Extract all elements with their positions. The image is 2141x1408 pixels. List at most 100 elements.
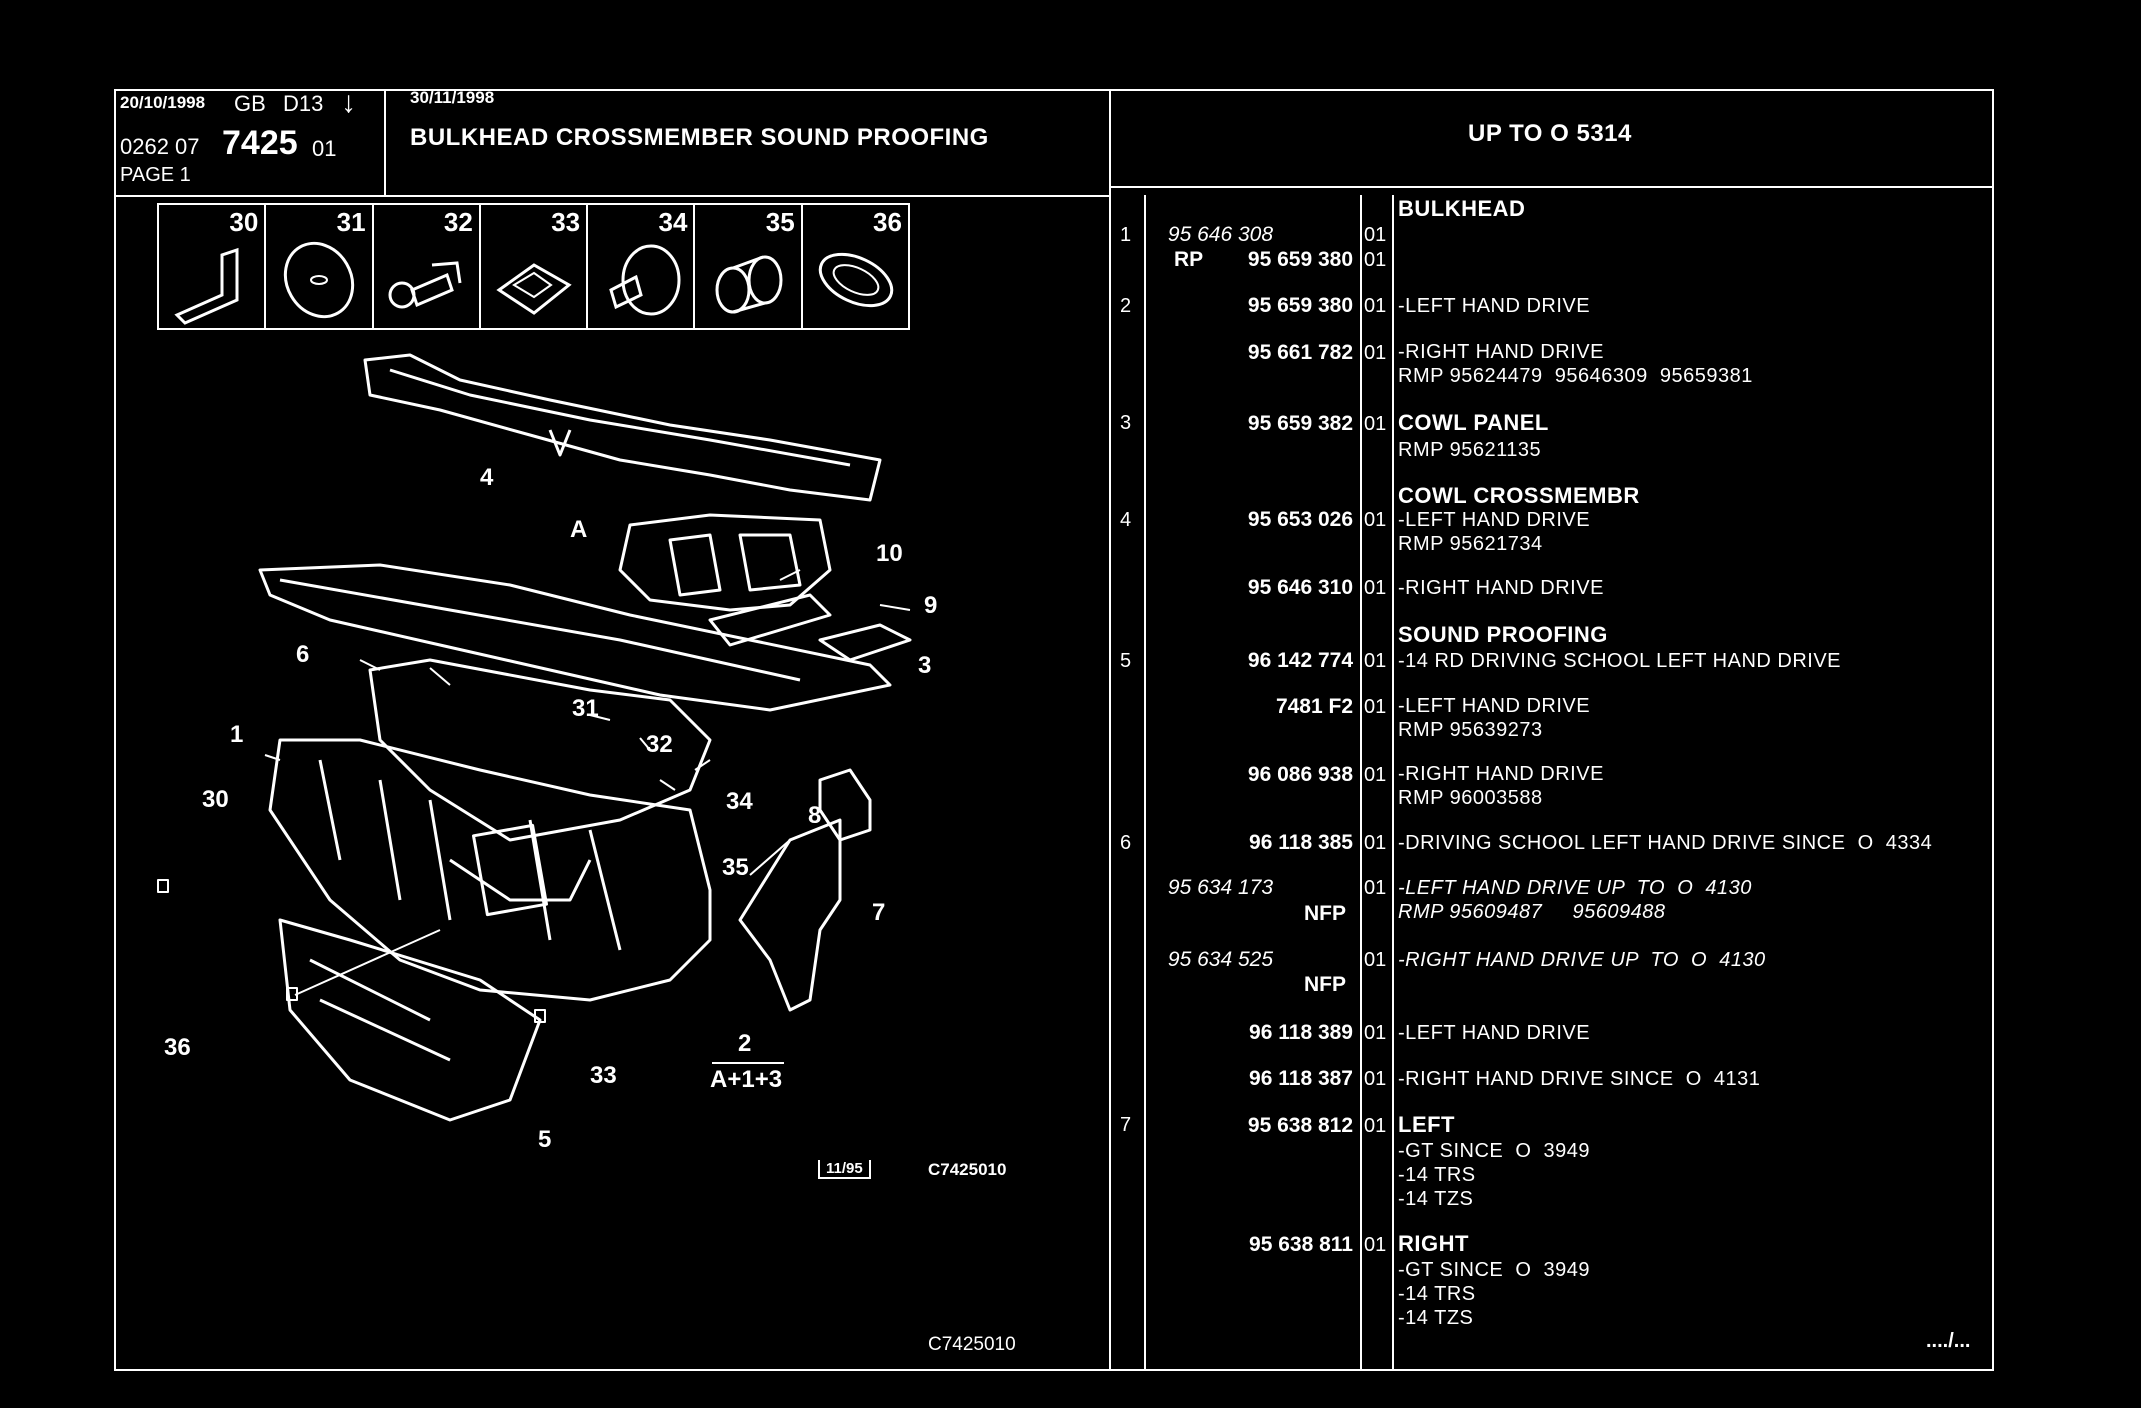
thumb-36[interactable]: 36 [803,205,908,328]
part-ref[interactable]: 7481 F2 [1275,695,1353,718]
group-heading: BULKHEAD [1398,196,1526,221]
part-ref[interactable]: 96 118 385 [1249,831,1353,854]
callout-2: 2 [738,1030,752,1057]
quantity: 01 [1364,877,1387,899]
position-number: 2 [1120,295,1132,317]
callout-8: 8 [808,802,822,829]
part-ref[interactable]: 95 653 026 [1247,508,1353,531]
position-number: 5 [1120,650,1132,672]
header-date2: 30/11/1998 [410,88,495,107]
part-3-cowl-panel [258,563,892,712]
header-model: D13 [283,91,324,116]
quantity: 01 [1364,295,1387,317]
part-7-trim [738,818,842,1012]
callout-6: 6 [296,641,310,668]
part-ref[interactable]: 95 646 308 [1167,223,1273,246]
diagram-ref-code: C7425010 [928,1160,1007,1179]
callout-33: 33 [590,1062,617,1089]
part-ref[interactable]: 95 646 310 [1247,576,1353,599]
callout-31: 31 [572,695,599,722]
push-clip-icon [388,261,462,309]
part-description: -DRIVING SCHOOL LEFT HAND DRIVE SINCE O … [1398,832,1933,854]
column-divider-pos [1144,195,1146,1371]
column-divider-qty-left [1360,195,1362,1371]
quantity: 01 [1364,1022,1387,1044]
part-ref[interactable]: 95 659 380 [1247,248,1353,271]
group-heading: COWL PANEL [1398,410,1549,435]
divider-right-frame [1992,89,1994,1371]
part-6-sound-proofing [368,658,712,842]
part-description: -LEFT HAND DRIVE [1398,1022,1591,1044]
group-heading: COWL CROSSMEMBR [1398,483,1640,508]
divider-header-left [384,89,386,197]
part-description: -LEFT HAND DRIVE RMP 95639273 [1398,695,1591,741]
callout-30: 30 [202,786,229,813]
part-ref[interactable]: 96 118 387 [1249,1067,1353,1090]
bracket-icon [174,247,239,325]
part-ref[interactable]: 96 086 938 [1247,763,1353,786]
header-range: UP TO O 5314 [1468,120,1632,147]
quantity: 01 [1364,342,1387,364]
thumb-number: 33 [551,207,581,237]
quantity: 01 [1364,1068,1387,1090]
quantity: 01 [1364,249,1387,271]
callout-35: 35 [722,854,749,881]
continued-marker[interactable]: ..../... [1926,1330,1971,1352]
page-title: BULKHEAD CROSSMEMBER SOUND PROOFING [410,124,989,151]
thumb-33[interactable]: 33 [481,205,589,328]
thumb-35[interactable]: 35 [695,205,803,328]
part-a-duct [618,513,832,612]
callout-7: 7 [872,899,886,926]
thumb-number: 36 [873,207,902,237]
part-description: -LEFT HAND DRIVE UP TO O 4130 RMP 956094… [1398,877,1752,923]
part-ref[interactable]: 95 659 380 [1247,294,1353,317]
part-ref[interactable]: 95 638 812 [1247,1114,1353,1137]
thumb-number: 34 [658,207,688,237]
group-heading: LEFT [1398,1112,1455,1137]
exploded-diagram [157,353,912,1122]
header-page: PAGE 1 [120,164,191,186]
thumb-30[interactable]: 30 [159,205,267,328]
position-number: 6 [1120,832,1132,854]
quantity: 01 [1364,413,1387,435]
part-10-pad [708,593,832,647]
header-arrow: ↓ [341,86,356,119]
quantity: 01 [1364,764,1387,786]
part-ref[interactable]: 95 634 525 [1167,948,1273,971]
footer-ref-code: C7425010 [928,1334,1016,1355]
thumb-31[interactable]: 31 [266,205,374,328]
thumb-32[interactable]: 32 [374,205,481,328]
part-description: -14 RD DRIVING SCHOOL LEFT HAND DRIVE [1398,650,1842,672]
part-description: -RIGHT HAND DRIVE UP TO O 4130 [1398,949,1766,971]
quantity: 01 [1364,1234,1387,1256]
quantity: 01 [1364,832,1387,854]
part-description: -GT SINCE O 3949 -14 TRS -14 TZS [1398,1259,1591,1329]
thumb-34[interactable]: 34 [588,205,696,328]
callout-a: A [570,516,588,543]
callout-32: 32 [646,731,673,758]
callout-a-plus-1-plus-3: A+1+3 [710,1066,783,1093]
clip-plate-icon [496,263,572,315]
part-description: -LEFT HAND DRIVE [1398,295,1591,317]
revision-stamp: 11/95 [818,1160,871,1179]
part-5-lower-pad [278,918,542,1122]
thumb-number: 32 [443,207,473,237]
position-number: 1 [1120,224,1132,246]
thumb-number: 31 [336,207,366,237]
callout-3: 3 [918,652,932,679]
part-ref[interactable]: 95 661 782 [1247,341,1353,364]
part-ref[interactable]: 95 659 382 [1247,412,1353,435]
callout-1: 1 [230,721,244,748]
quantity: 01 [1364,696,1387,718]
callout-5: 5 [538,1126,552,1153]
callout-4: 4 [480,464,494,491]
part-ref[interactable]: 96 118 389 [1249,1021,1353,1044]
quantity: 01 [1364,949,1387,971]
bushing-icon [715,255,783,314]
part-ref[interactable]: 95 634 173 [1167,876,1273,899]
oval-plug-icon [818,252,893,308]
position-number: 3 [1120,412,1132,434]
part-ref[interactable]: 96 142 774 [1247,649,1353,672]
position-number: 4 [1120,509,1132,531]
part-ref[interactable]: 95 638 811 [1249,1233,1353,1256]
